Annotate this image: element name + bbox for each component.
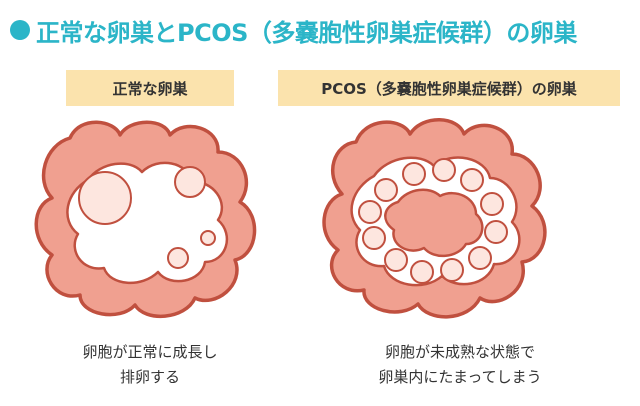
immature-follicle [468, 246, 492, 270]
immature-follicle [460, 168, 484, 192]
small-follicle [200, 230, 216, 246]
pcos-caption-line-1: 卵胞が未成熟な状態で [384, 343, 535, 361]
immature-follicle [384, 248, 408, 272]
pcos-ovary-caption: 卵胞が未成熟な状態で 卵巣内にたまってしまう [330, 340, 590, 390]
normal-caption-line-2: 排卵する [119, 368, 180, 386]
immature-follicles [358, 158, 508, 284]
immature-follicle [432, 158, 456, 182]
normal-ovary-diagram [34, 120, 257, 318]
small-follicle [167, 247, 189, 269]
normal-caption-line-1: 卵胞が正常に成長し [82, 343, 218, 361]
immature-follicle [410, 260, 434, 284]
normal-ovary-label: 正常な卵巣 [66, 70, 234, 106]
pcos-ovary-label: PCOS（多嚢胞性卵巣症候群）の卵巣 [278, 70, 620, 106]
immature-follicle [374, 178, 398, 202]
large-follicle [78, 171, 132, 225]
immature-follicle [358, 200, 382, 224]
page-title: 正常な卵巣とPCOS（多嚢胞性卵巣症候群）の卵巣 [10, 12, 577, 48]
pcos-ovary-inner-tissue [384, 188, 484, 257]
immature-follicle [484, 220, 508, 244]
immature-follicle [440, 258, 464, 282]
immature-follicle [362, 226, 386, 250]
pcos-ovary-diagram [322, 118, 547, 319]
title-bullet-icon [10, 20, 30, 40]
immature-follicle [402, 162, 426, 186]
pcos-caption-line-2: 卵巣内にたまってしまう [378, 368, 542, 386]
normal-ovary-caption: 卵胞が正常に成長し 排卵する [40, 340, 260, 390]
medium-follicle [174, 166, 206, 198]
immature-follicle [480, 192, 504, 216]
page-title-text: 正常な卵巣とPCOS（多嚢胞性卵巣症候群）の卵巣 [36, 18, 577, 47]
